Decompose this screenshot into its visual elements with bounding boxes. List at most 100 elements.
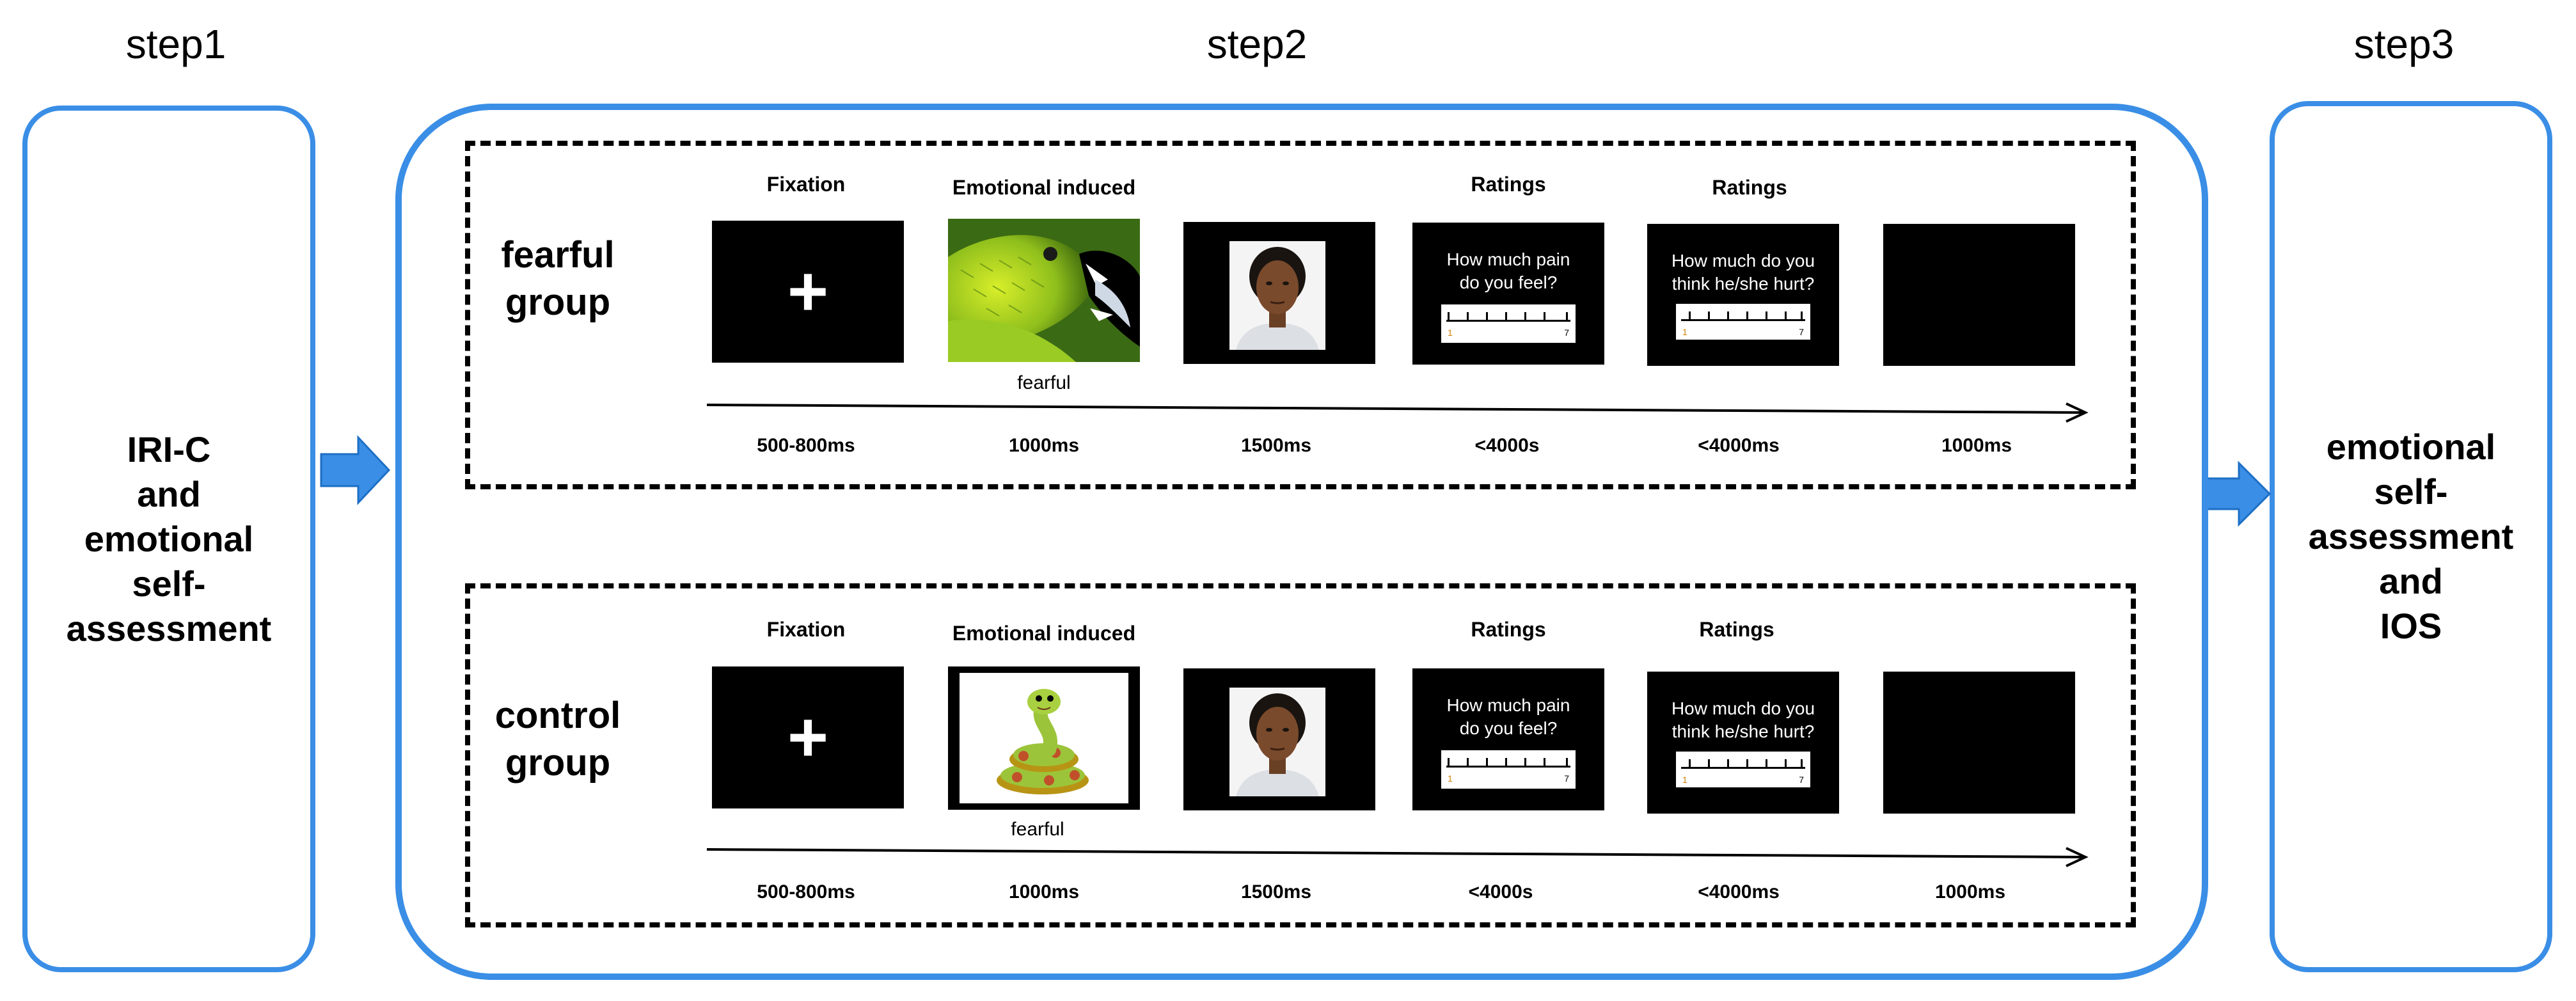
step3-line: self-	[2374, 471, 2448, 512]
scale-tick	[1544, 312, 1545, 320]
question-line: do you feel?	[1459, 272, 1558, 292]
step3-box: emotional self- assessment and IOS	[2270, 101, 2552, 972]
scale-min: 1	[1448, 773, 1453, 784]
scale-tick	[1467, 312, 1469, 320]
scale-tick	[1766, 759, 1767, 767]
scale-tick	[1505, 312, 1507, 320]
group-label-line: fearful	[501, 234, 615, 276]
step1-line: emotional	[84, 518, 254, 559]
scale-max: 7	[1799, 775, 1804, 785]
rating-scale: 1 7	[1676, 304, 1810, 340]
scale-line	[1446, 320, 1570, 322]
fixation-cross: +	[787, 698, 829, 776]
scale-line	[1681, 319, 1805, 321]
snake-photo-icon	[948, 219, 1140, 362]
scale-tick	[1766, 311, 1767, 319]
scale-tick	[1467, 758, 1469, 766]
scale-tick	[1746, 311, 1748, 319]
duration-label: 500-800ms	[757, 435, 855, 456]
stimulus-caption: fearful	[1017, 372, 1071, 393]
rating-scale: 1 7	[1676, 752, 1810, 787]
scale-tick	[1505, 758, 1507, 766]
question-line: think he/she hurt?	[1671, 274, 1815, 294]
step1-line: self-	[132, 563, 206, 604]
pain-rating-screen: How much pain do you feel? 1 7	[1412, 668, 1604, 810]
duration-label: 1000ms	[1008, 881, 1080, 902]
ratings-title: Ratings	[1471, 173, 1546, 196]
question-line: think he/she hurt?	[1671, 721, 1815, 741]
duration-label: 500-800ms	[757, 881, 855, 902]
step2-box	[395, 104, 2208, 980]
face-screen	[1183, 668, 1375, 810]
scale-min: 1	[1682, 775, 1687, 785]
stimulus-image	[948, 666, 1140, 810]
blank-screen	[1883, 224, 2075, 366]
step1-text: IRI-C and emotional self- assessment	[28, 427, 310, 651]
scale-tick	[1727, 311, 1729, 319]
duration-label: 1500ms	[1240, 881, 1312, 902]
fixation-cross: +	[787, 252, 829, 331]
scale-tick	[1566, 758, 1568, 766]
face-photo-icon	[1229, 688, 1325, 796]
step3-title: step3	[2353, 21, 2454, 67]
other-pain-rating-screen: How much do you think he/she hurt? 1 7	[1647, 224, 1839, 366]
step3-line: IOS	[2380, 606, 2442, 646]
step1-title: step1	[125, 21, 226, 67]
scale-tick	[1544, 758, 1545, 766]
pain-question: How much pain do you feel?	[1412, 694, 1604, 740]
rating-scale: 1 7	[1441, 750, 1576, 789]
duration-label: <4000s	[1468, 881, 1533, 902]
scale-tick	[1524, 312, 1526, 320]
fearful-group-panel	[465, 141, 2136, 489]
duration-label: <4000s	[1474, 435, 1540, 456]
scale-tick	[1524, 758, 1526, 766]
cartoon-snake-icon	[997, 689, 1089, 794]
duration-label: 1000ms	[1941, 435, 2012, 456]
emotion-induced-title: Emotional induced	[952, 622, 1136, 645]
scale-tick	[1448, 312, 1450, 320]
step1-box: IRI-C and emotional self- assessment	[22, 106, 315, 972]
duration-label: <4000ms	[1698, 435, 1780, 456]
step3-line: and	[2379, 561, 2443, 601]
scale-min: 1	[1682, 327, 1687, 337]
scale-tick	[1486, 758, 1488, 766]
fixation-title: Fixation	[766, 173, 846, 196]
ratings-title: Ratings	[1471, 618, 1546, 641]
other-pain-question: How much do you think he/she hurt?	[1647, 697, 1839, 743]
scale-line	[1446, 766, 1570, 768]
question-line: How much do you	[1671, 251, 1815, 271]
pain-rating-screen: How much pain do you feel? 1 7	[1412, 223, 1604, 365]
emotion-induced-title: Emotional induced	[952, 176, 1136, 199]
question-line: How much do you	[1671, 698, 1815, 718]
scale-line	[1681, 767, 1805, 769]
pain-question: How much pain do you feel?	[1412, 248, 1604, 294]
scale-max: 7	[1564, 773, 1569, 784]
fixation-title: Fixation	[766, 618, 846, 641]
scale-tick	[1708, 311, 1710, 319]
stimulus-image	[948, 219, 1140, 362]
fearful-group-label: fearful group	[462, 232, 654, 326]
scale-tick	[1785, 311, 1787, 319]
scale-max: 7	[1564, 327, 1569, 338]
arrow-right-icon	[2203, 461, 2272, 527]
time-arrow-icon	[706, 402, 2089, 423]
blank-screen	[1883, 672, 2075, 814]
scale-tick	[1708, 759, 1710, 767]
ratings-title: Ratings	[1699, 618, 1774, 641]
fixation-screen: +	[712, 666, 904, 808]
time-arrow-icon	[706, 847, 2089, 867]
step3-line: emotional	[2326, 427, 2496, 467]
step3-text: emotional self- assessment and IOS	[2275, 425, 2547, 649]
other-pain-rating-screen: How much do you think he/she hurt? 1 7	[1647, 672, 1839, 814]
fixation-screen: +	[712, 221, 904, 363]
arrow-right-icon	[320, 435, 391, 505]
scale-min: 1	[1448, 327, 1453, 338]
scale-tick	[1566, 312, 1568, 320]
duration-label: 1000ms	[1008, 435, 1080, 456]
stimulus-caption: fearful	[1011, 819, 1064, 840]
step1-line: assessment	[66, 608, 272, 649]
duration-label: 1500ms	[1240, 435, 1312, 456]
scale-tick	[1486, 312, 1488, 320]
question-line: How much pain	[1446, 695, 1570, 715]
duration-label: 1000ms	[1934, 881, 2006, 902]
